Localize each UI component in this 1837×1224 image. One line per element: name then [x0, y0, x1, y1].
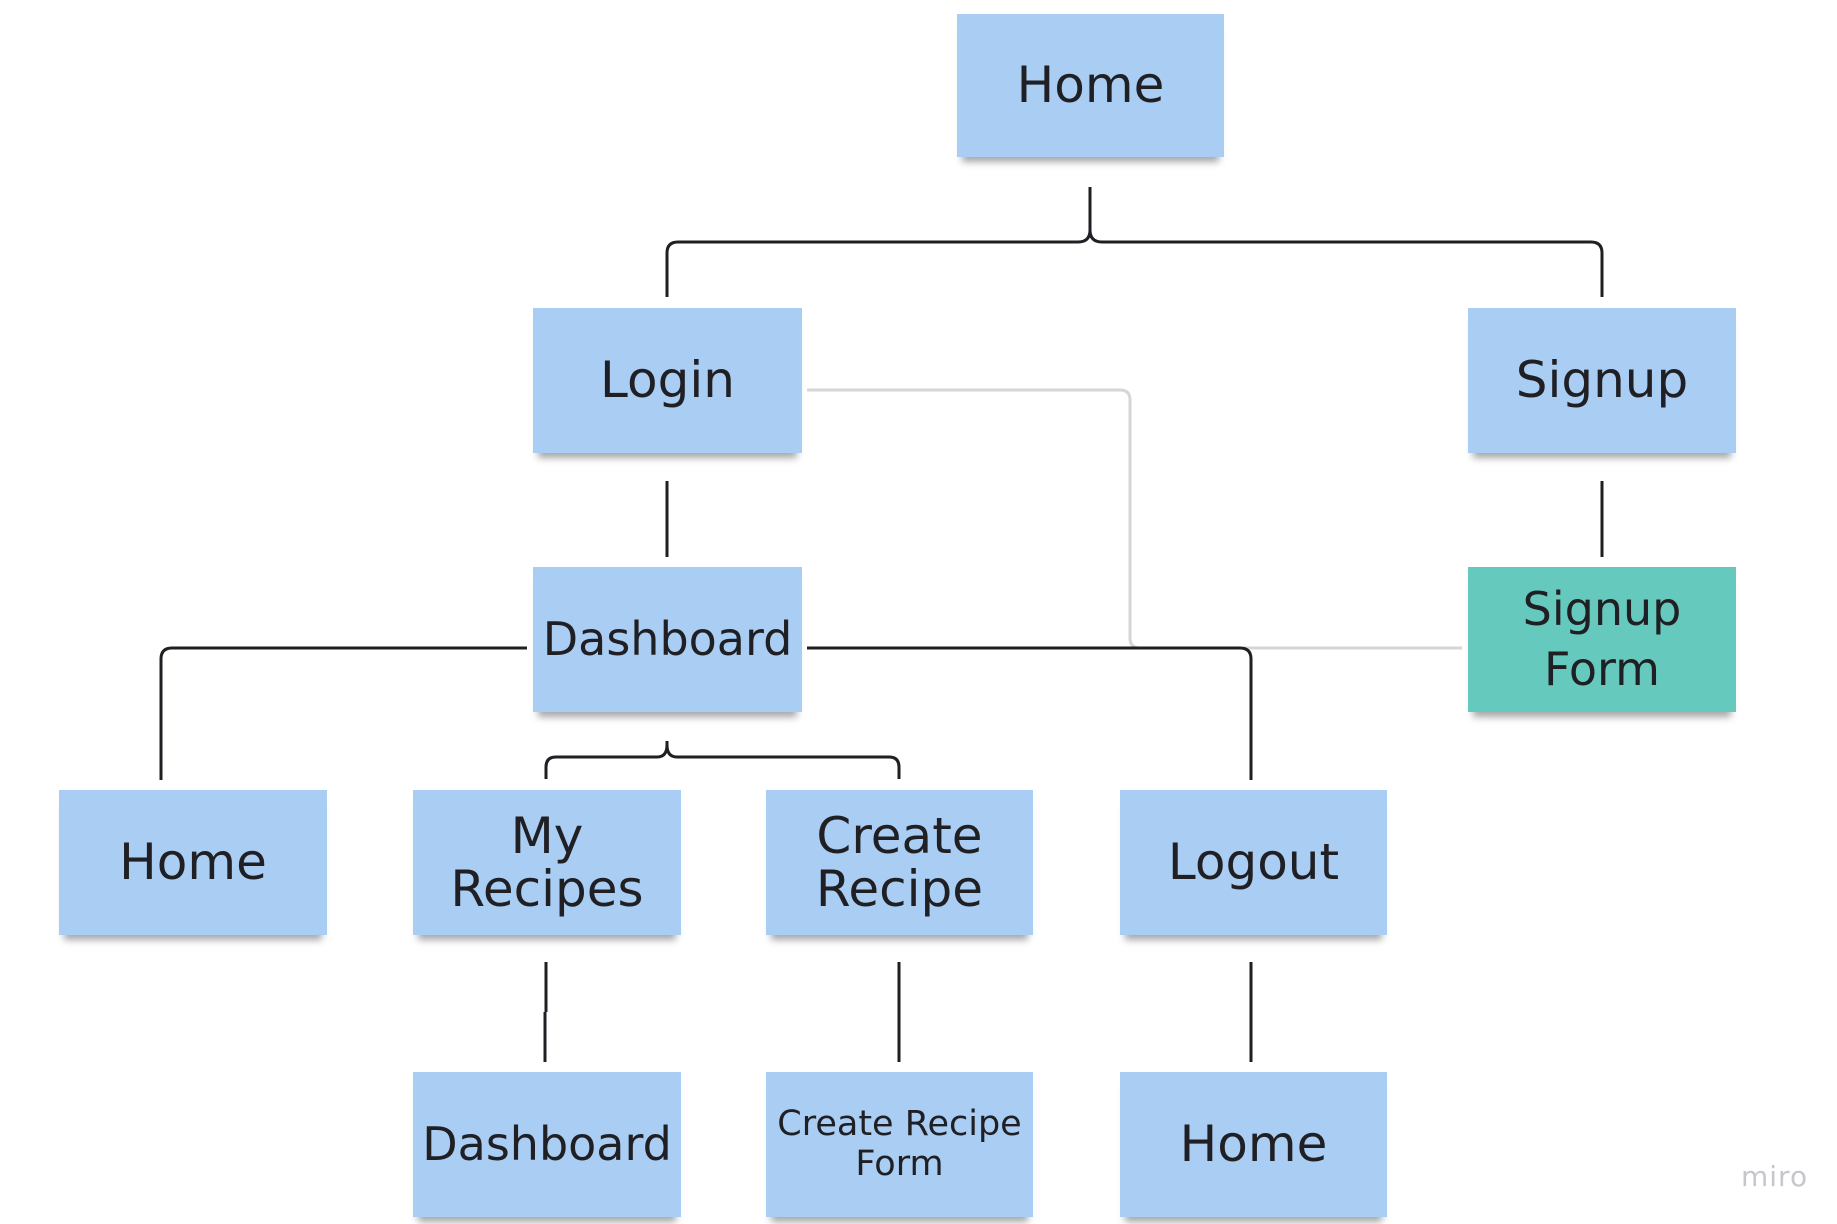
- node-logout[interactable]: Logout: [1120, 790, 1387, 935]
- node-home-from-logout[interactable]: Home: [1120, 1072, 1387, 1217]
- node-label: Signup Form: [1522, 581, 1682, 696]
- node-label: Create Recipe Form: [777, 1104, 1022, 1184]
- connector-login-signup-form: [807, 388, 1462, 650]
- node-home-root[interactable]: Home: [957, 14, 1224, 157]
- node-label: Home: [1016, 56, 1165, 115]
- node-my-recipes[interactable]: My Recipes: [413, 790, 681, 935]
- miro-watermark: miro: [1741, 1160, 1809, 1193]
- node-home-from-dashboard[interactable]: Home: [59, 790, 327, 935]
- node-login[interactable]: Login: [533, 308, 802, 453]
- connector-home-login-signup: [665, 187, 1604, 297]
- connector-dashboard-logout: [807, 646, 1253, 780]
- connector-dashboard-recipes: [544, 741, 901, 779]
- node-dashboard-from-my-recipes[interactable]: Dashboard: [413, 1072, 681, 1217]
- node-label: Signup: [1515, 351, 1689, 410]
- node-label: Login: [600, 351, 735, 410]
- node-label: Home: [1179, 1115, 1328, 1174]
- node-create-recipe-form[interactable]: Create Recipe Form: [766, 1072, 1033, 1217]
- node-label: Logout: [1167, 833, 1340, 892]
- node-label: Create Recipe: [815, 807, 984, 918]
- connector-dashboard-home: [159, 646, 527, 780]
- node-dashboard[interactable]: Dashboard: [533, 567, 802, 712]
- node-label: My Recipes: [450, 807, 644, 918]
- connector-myrecipes-dashboard: [543, 962, 548, 1062]
- node-signup[interactable]: Signup: [1468, 308, 1736, 453]
- node-signup-form[interactable]: Signup Form: [1468, 567, 1736, 712]
- node-label: Dashboard: [542, 612, 793, 667]
- node-label: Dashboard: [422, 1117, 672, 1172]
- node-label: Home: [119, 833, 267, 892]
- node-create-recipe[interactable]: Create Recipe: [766, 790, 1033, 935]
